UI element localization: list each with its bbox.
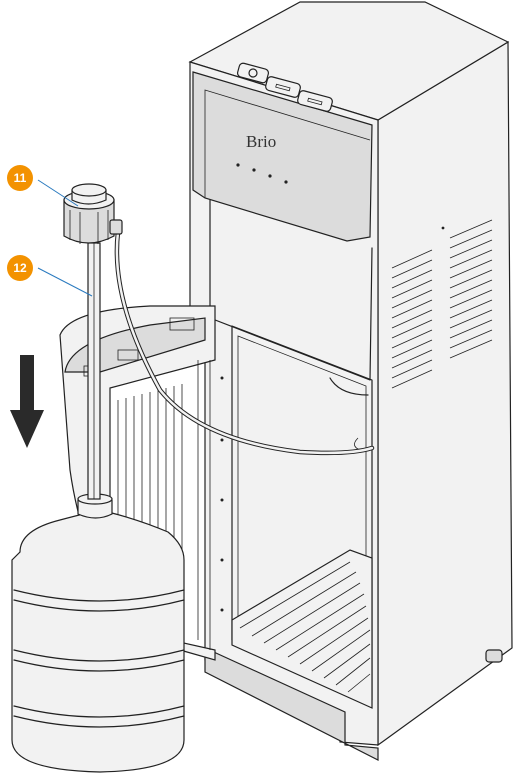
callout-11-leader: [37, 179, 79, 207]
hot-button-icon: [265, 76, 301, 98]
control-buttons: [236, 62, 333, 112]
callout-12-leader: [37, 267, 93, 297]
dispenser-base: [204, 647, 379, 761]
dispenser-side-panel: [377, 40, 513, 747]
callout-12-number: 12: [13, 261, 27, 275]
probe-cap-icon: [63, 183, 123, 244]
side-vents: [391, 219, 493, 389]
power-button-icon: [236, 62, 270, 84]
down-arrow-icon: [10, 355, 44, 448]
bottle-body: [11, 511, 185, 773]
drip-tray: [231, 549, 373, 709]
callout-12-badge: [7, 255, 33, 281]
control-panel: [192, 71, 373, 242]
indicator-lights: [236, 163, 288, 184]
callout-11-badge: [7, 165, 33, 191]
brand-logo: Brio: [246, 132, 276, 151]
callout-11: 11: [7, 165, 79, 207]
callout-11-number: 11: [14, 171, 27, 185]
cold-button-icon: [297, 90, 333, 112]
probe-tube-icon: [87, 229, 375, 500]
water-bottle-icon: [11, 493, 185, 773]
callout-12: 12: [7, 255, 93, 297]
